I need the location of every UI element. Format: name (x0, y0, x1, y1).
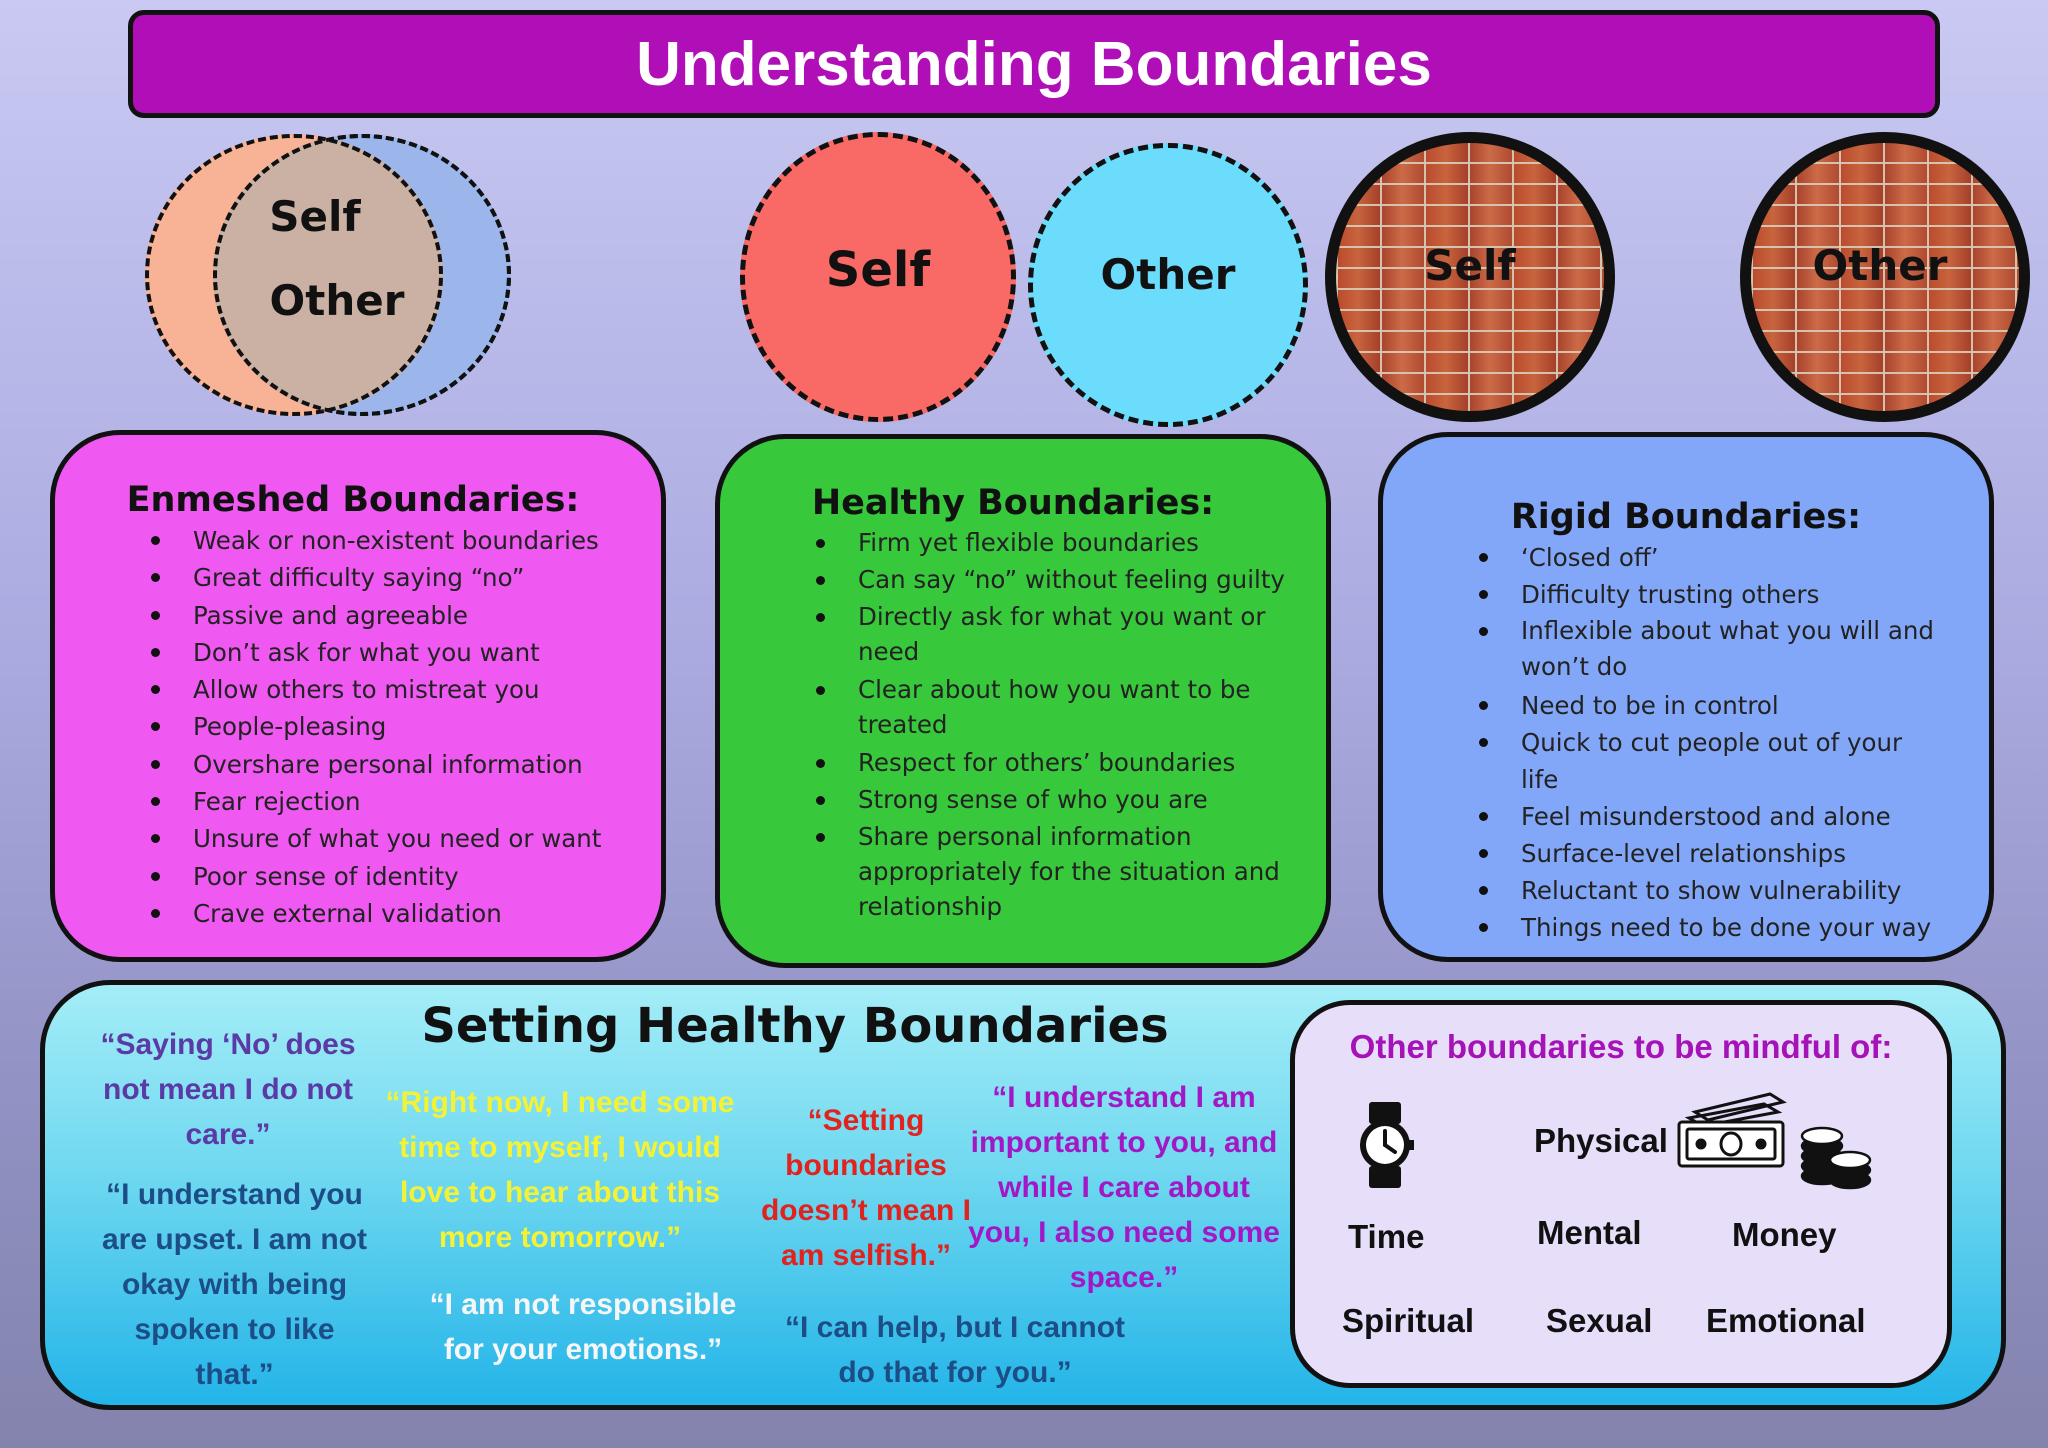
list-item: Fear rejection (145, 783, 661, 820)
quote-important-to-you: “I understand I am important to you, and… (968, 1081, 1280, 1294)
rigid-other-label: Other (1812, 241, 1948, 290)
healthy-other-label: Other (1100, 250, 1236, 299)
list-item: Things need to be done your way (1473, 909, 1943, 946)
healthy-heading: Healthy Boundaries: (811, 483, 1215, 523)
setting-heading: Setting Healthy Boundaries (421, 998, 1169, 1054)
quote-understand-upset: “I understand you are upset. I am not ok… (101, 1178, 368, 1391)
list-item: Clear about how you want to be treated (810, 672, 1290, 742)
banknote-icon (1677, 1092, 1787, 1168)
mindful-heading: Other boundaries to be mindful of: (1349, 1028, 1893, 1065)
mindful-label-physical: Physical (1534, 1122, 1668, 1159)
page-title: Understanding Boundaries (636, 29, 1432, 99)
list-item: Crave external validation (145, 895, 661, 932)
enmeshed-other-label: Other (269, 276, 405, 325)
mindful-label-mental: Mental (1537, 1214, 1642, 1251)
healthy-self-label: Self (825, 242, 931, 298)
list-item: Weak or non-existent boundaries (145, 522, 661, 559)
list-item: Great difficulty saying “no” (145, 559, 661, 596)
list-item: Reluctant to show vulnerability (1473, 872, 1943, 909)
list-item: Surface-level relationships (1473, 835, 1943, 872)
rigid-self-label: Self (1424, 241, 1516, 290)
healthy-circle-self (740, 132, 1016, 422)
quote-not-selfish: “Setting boundaries doesn’t mean I am se… (760, 1104, 972, 1272)
quote-can-help: “I can help, but I cannot do that for yo… (784, 1311, 1126, 1389)
mindful-label-spiritual: Spiritual (1342, 1302, 1475, 1339)
coins-icon (1800, 1126, 1872, 1190)
list-item: Respect for others’ boundaries (810, 745, 1290, 781)
list-item: Can say “no” without feeling guilty (810, 562, 1290, 598)
healthy-list: Firm yet flexible boundaries Can say “no… (810, 525, 1290, 924)
rigid-box: Rigid Boundaries: ‘Closed off’ Difficult… (1378, 432, 1994, 962)
list-item: Share personal information appropriately… (810, 819, 1290, 924)
enmeshed-heading: Enmeshed Boundaries: (126, 480, 580, 520)
enmeshed-self-label: Self (269, 192, 361, 241)
list-item: Directly ask for what you want or need (810, 599, 1290, 669)
mindful-label-money: Money (1732, 1216, 1837, 1253)
list-item: Overshare personal information (145, 746, 661, 783)
list-item: Difficulty trusting others (1473, 576, 1943, 613)
rigid-heading: Rigid Boundaries: (1510, 497, 1862, 537)
list-item: Feel misunderstood and alone (1473, 798, 1943, 835)
list-item: Strong sense of who you are (810, 782, 1290, 818)
enmeshed-box: Enmeshed Boundaries: Weak or non-existen… (50, 430, 666, 962)
mindful-label-emotional: Emotional (1706, 1302, 1866, 1339)
rigid-circle-other (1740, 132, 2030, 422)
enmeshed-list: Weak or non-existent boundaries Great di… (145, 522, 661, 932)
list-item: Inflexible about what you will and won’t… (1473, 613, 1943, 685)
title-banner: Understanding Boundaries (128, 10, 1940, 118)
list-item: Quick to cut people out of your life (1473, 724, 1943, 798)
list-item: Firm yet flexible boundaries (810, 525, 1290, 561)
other-boundaries-box (1290, 1000, 1952, 1388)
enmeshed-outline-right (213, 134, 511, 416)
list-item: Poor sense of identity (145, 858, 661, 895)
mindful-label-sexual: Sexual (1546, 1302, 1653, 1339)
mindful-label-time: Time (1348, 1218, 1425, 1255)
rigid-list: ‘Closed off’ Difficulty trusting others … (1473, 539, 1943, 946)
list-item: Allow others to mistreat you (145, 671, 661, 708)
watch-icon (1360, 1102, 1414, 1188)
quote-right-now: “Right now, I need some time to myself, … (385, 1086, 735, 1254)
healthy-circle-other (1028, 143, 1308, 427)
list-item: Unsure of what you need or want (145, 820, 661, 857)
list-item: Passive and agreeable (145, 597, 661, 634)
quote-not-responsible: “I am not responsible for your emotions.… (429, 1288, 737, 1366)
healthy-box: Healthy Boundaries: Firm yet flexible bo… (715, 434, 1331, 968)
rigid-circle-self (1325, 132, 1615, 422)
list-item: People-pleasing (145, 708, 661, 745)
list-item: ‘Closed off’ (1473, 539, 1943, 576)
list-item: Don’t ask for what you want (145, 634, 661, 671)
list-item: Need to be in control (1473, 687, 1943, 724)
quote-saying-no: “Saying ‘No’ does not mean I do not care… (100, 1028, 356, 1151)
